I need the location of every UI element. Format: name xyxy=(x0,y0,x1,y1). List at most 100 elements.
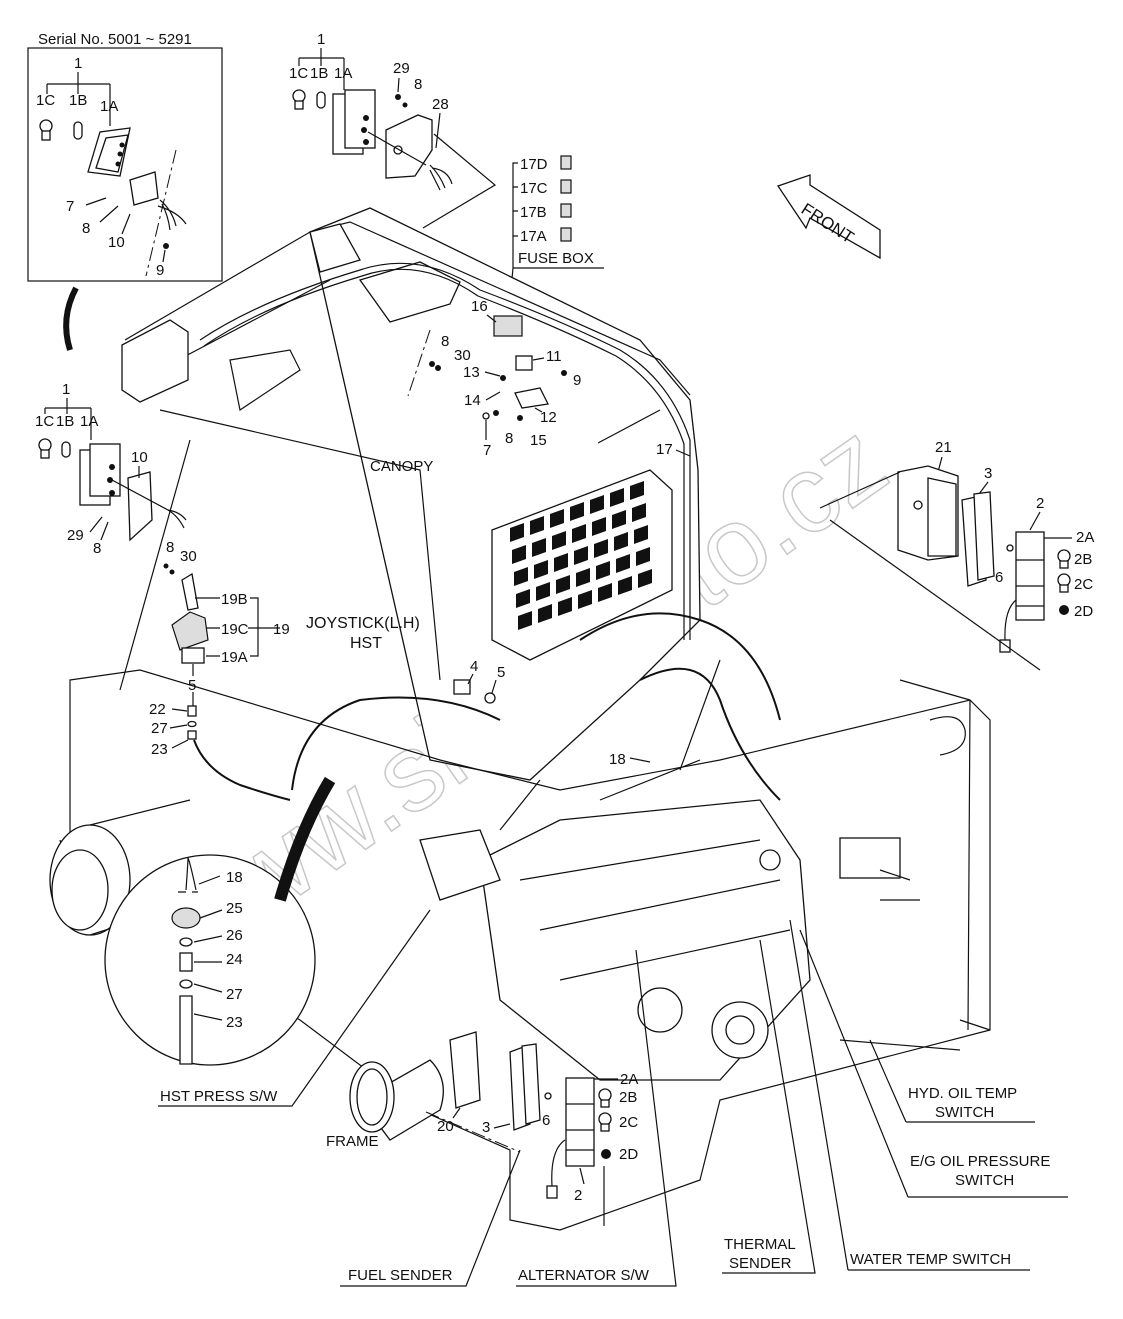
relay-part-9: 9 xyxy=(573,372,581,389)
control-box xyxy=(839,837,901,879)
left-part-1: 1 xyxy=(62,381,70,398)
grille-cell xyxy=(538,604,552,623)
inset-part-8: 8 xyxy=(82,220,90,237)
relay-part-13: 13 xyxy=(463,364,480,381)
bulb-icon xyxy=(39,119,53,141)
fuse-17d: 17D xyxy=(520,156,548,173)
serial-inset: Serial No. 5001 ~ 5291 1 1C 1B 1A 7 8 10… xyxy=(27,31,223,282)
bulb-icon xyxy=(38,438,52,459)
inset-part-1: 1 xyxy=(74,55,82,72)
grille-cell xyxy=(632,503,646,522)
left-part-1c: 1C xyxy=(35,413,54,430)
joystick-part-19: 19 xyxy=(273,621,290,638)
detail-pointer xyxy=(274,776,336,902)
bulb-small-icon xyxy=(61,441,71,458)
left-part-8: 8 xyxy=(93,540,101,557)
grille-cell xyxy=(598,583,612,602)
detail-part-27: 27 xyxy=(226,986,243,1003)
relay-16 xyxy=(493,315,523,337)
top-part-28: 28 xyxy=(432,96,449,113)
detail-part-24: 24 xyxy=(226,951,243,968)
grille-cell xyxy=(614,532,628,551)
lamp-1a xyxy=(87,127,131,177)
detail-part-25: 25 xyxy=(226,900,243,917)
bracket-10 xyxy=(129,171,159,206)
joystick-label: JOYSTICK(L.H) xyxy=(306,615,420,632)
left-part-8b: 8 xyxy=(166,539,174,556)
hst-harness xyxy=(291,696,501,791)
relay-part-30: 30 xyxy=(454,347,471,364)
middle-parts: 4 5 18 xyxy=(453,658,651,768)
rr-part-3: 3 xyxy=(984,465,992,482)
grille-cell xyxy=(616,554,630,573)
grille-cell xyxy=(530,516,544,535)
hydraulic-pump xyxy=(419,829,501,901)
harness-label-17: 17 xyxy=(656,441,673,458)
fuse-17a: 17A xyxy=(520,228,547,245)
left-lamp-group: 1 1C 1B 1A 10 29 8 8 30 xyxy=(35,381,197,691)
rr-part-21: 21 xyxy=(935,439,952,456)
thermal-sender-label-1: THERMAL xyxy=(724,1236,796,1253)
inset-frame xyxy=(27,47,223,282)
bulb-small-icon xyxy=(601,1149,611,1159)
relay-group: 16 11 13 9 14 12 7 8 15 8 30 17 xyxy=(407,298,691,459)
grille-cell xyxy=(532,538,546,557)
grille-cell xyxy=(510,523,524,542)
top-part-1: 1 xyxy=(317,31,325,48)
inset-part-1c: 1C xyxy=(36,92,55,109)
hst-press-sw-label: HST PRESS S/W xyxy=(160,1088,278,1105)
inset-pointer xyxy=(63,286,79,351)
bulb-small-icon xyxy=(1059,605,1069,615)
part-18: 18 xyxy=(609,751,626,768)
bracket-10 xyxy=(127,471,153,542)
rear-lamp-right: 21 3 2 2A 2B 2C 2D 6 xyxy=(819,439,1094,671)
grille-cell xyxy=(558,597,572,616)
top-part-8: 8 xyxy=(414,76,422,93)
inset-part-1b: 1B xyxy=(69,92,87,109)
relay-part-12: 12 xyxy=(540,409,557,426)
eg-oil-pressure-label-2: SWITCH xyxy=(955,1172,1014,1189)
top-part-1b: 1B xyxy=(310,65,328,82)
relay-part-14: 14 xyxy=(464,392,481,409)
grille-cell xyxy=(518,611,532,630)
grille-cell xyxy=(556,575,570,594)
joystick-part-22: 22 xyxy=(149,701,166,718)
lamp-1a xyxy=(332,89,376,155)
grille xyxy=(491,469,673,661)
canopy-label: CANOPY xyxy=(370,458,433,475)
grille-cell xyxy=(596,561,610,580)
bulb-icon xyxy=(1057,549,1071,569)
lamp-1a xyxy=(79,443,121,506)
joystick-part-19a: 19A xyxy=(221,649,248,666)
grille-cell xyxy=(572,524,586,543)
relay-part-7: 7 xyxy=(483,442,491,459)
rr-part-2: 2 xyxy=(1036,495,1044,512)
grille-cell xyxy=(592,517,606,536)
inset-part-10: 10 xyxy=(108,234,125,251)
grille-cell xyxy=(612,510,626,529)
grille-cell xyxy=(618,576,632,595)
relay-part-16: 16 xyxy=(471,298,488,315)
joystick-part-23: 23 xyxy=(151,741,168,758)
joystick-group: 19B 19C 19A 19 JOYSTICK(L.H) HST 5 22 27… xyxy=(149,572,501,801)
grille-cell xyxy=(550,509,564,528)
eg-oil-pressure-label-1: E/G OIL PRESSURE xyxy=(910,1153,1050,1170)
rr-part-2c: 2C xyxy=(1074,576,1093,593)
joystick-base xyxy=(181,647,205,664)
left-part-1b: 1B xyxy=(56,413,74,430)
rl-part-20: 20 xyxy=(437,1118,454,1135)
fuse-box-label: FUSE BOX xyxy=(518,250,594,267)
rl-part-2c: 2C xyxy=(619,1114,638,1131)
detail-part-18: 18 xyxy=(226,869,243,886)
rl-part-3: 3 xyxy=(482,1119,490,1136)
grille-cell xyxy=(634,525,648,544)
grille-cell xyxy=(552,531,566,550)
left-part-1a: 1A xyxy=(80,413,98,430)
grille-cell xyxy=(638,569,652,588)
left-part-10: 10 xyxy=(131,449,148,466)
joystick-label-hst: HST xyxy=(350,635,382,652)
fuse-17c: 17C xyxy=(520,180,548,197)
rl-part-2a: 2A xyxy=(620,1071,638,1088)
thermal-sender-label-2: SENDER xyxy=(729,1255,792,1272)
